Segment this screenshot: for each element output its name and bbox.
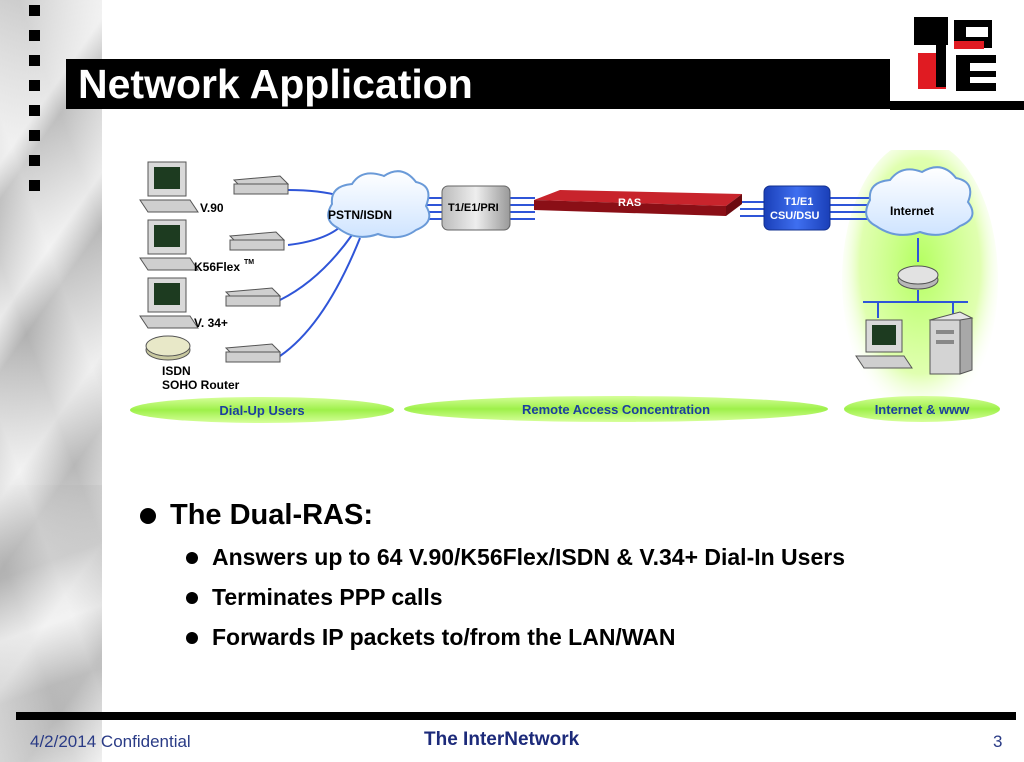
footer-rule — [16, 712, 1016, 720]
label-soho-router: SOHO Router — [162, 378, 240, 392]
computer-icon — [855, 319, 913, 369]
bullet-square — [29, 155, 40, 166]
label-pstn: PSTN/ISDN — [328, 208, 392, 222]
bullet-sub: Terminates PPP calls — [186, 584, 443, 611]
label-dialup-users: Dial-Up Users — [219, 403, 304, 418]
ras-device — [534, 190, 742, 216]
bullet-main-text: The Dual-RAS: — [170, 499, 373, 531]
bullet-square — [29, 130, 40, 141]
label-isdn: ISDN — [162, 364, 191, 378]
bullet-square — [29, 180, 40, 191]
bullet-dot — [186, 551, 198, 564]
computer-icon — [139, 277, 199, 329]
bullet-square — [29, 5, 40, 16]
bullet-dot — [186, 631, 198, 644]
label-internet: Internet — [890, 204, 934, 218]
marble-sidebar-lower — [0, 485, 102, 762]
cloud-icon — [865, 166, 974, 236]
bullet-sub: Forwards IP packets to/from the LAN/WAN — [186, 624, 675, 651]
bullet-sub-text: Terminates PPP calls — [212, 584, 443, 610]
footer-page-number: 3 — [993, 732, 1003, 751]
link-line — [279, 237, 361, 357]
modem-icon — [232, 175, 290, 195]
bullet-sub-text: Forwards IP packets to/from the LAN/WAN — [212, 624, 676, 650]
bullet-square — [29, 80, 40, 91]
zone-remote-access — [404, 396, 828, 422]
label-trademark: TM — [244, 259, 254, 266]
bullet-square — [29, 30, 40, 41]
title-bar — [66, 59, 890, 109]
link-line — [279, 234, 353, 301]
bullet-square — [29, 105, 40, 116]
router-icon — [897, 265, 939, 290]
label-t1e1pri: T1/E1/PRI — [448, 202, 499, 214]
cloud-icon — [327, 170, 431, 239]
t1e1pri-box — [441, 185, 511, 231]
label-v34: V. 34+ — [194, 316, 228, 330]
label-remote-access: Remote Access Concentration — [522, 402, 710, 417]
bullet-dot — [186, 591, 198, 604]
modem-icon — [224, 287, 282, 307]
footer-date: 4/2/2014 — [30, 732, 97, 751]
bullet-dot — [140, 507, 156, 524]
modem-icon — [224, 343, 282, 363]
footer-company: The InterNetwork — [424, 729, 580, 750]
label-csu-dsu: CSU/DSU — [770, 210, 820, 222]
server-icon — [928, 311, 974, 375]
zone-dialup — [130, 397, 394, 423]
footer-date-confidential: 4/2/2014 Confidential — [30, 732, 191, 752]
router-icon — [145, 335, 191, 361]
page-title: Network Application — [78, 61, 473, 107]
label-ras: RAS — [618, 197, 641, 209]
label-t1e1: T1/E1 — [784, 196, 813, 208]
bullet-sub-text: Answers up to 64 V.90/K56Flex/ISDN & V.3… — [212, 544, 845, 570]
label-k56flex: K56Flex — [194, 260, 240, 274]
footer-confidential: Confidential — [100, 732, 191, 751]
computer-icon — [139, 161, 199, 213]
bullet-sub: Answers up to 64 V.90/K56Flex/ISDN & V.3… — [186, 544, 845, 571]
logo-rule — [890, 101, 1024, 110]
modem-icon — [228, 231, 286, 251]
label-v90: V.90 — [200, 201, 224, 215]
bullet-main: The Dual-RAS: — [140, 499, 373, 532]
csu-dsu-box — [763, 185, 831, 231]
bullet-square — [29, 55, 40, 66]
network-diagram: V.90 K56Flex TM V. 34+ ISDN SOHO Router … — [130, 150, 1000, 423]
logo-icon — [914, 17, 996, 91]
label-internet-www: Internet & www — [875, 402, 971, 417]
computer-icon — [139, 219, 199, 271]
zone-internet — [844, 396, 1000, 422]
marble-sidebar — [0, 0, 102, 762]
